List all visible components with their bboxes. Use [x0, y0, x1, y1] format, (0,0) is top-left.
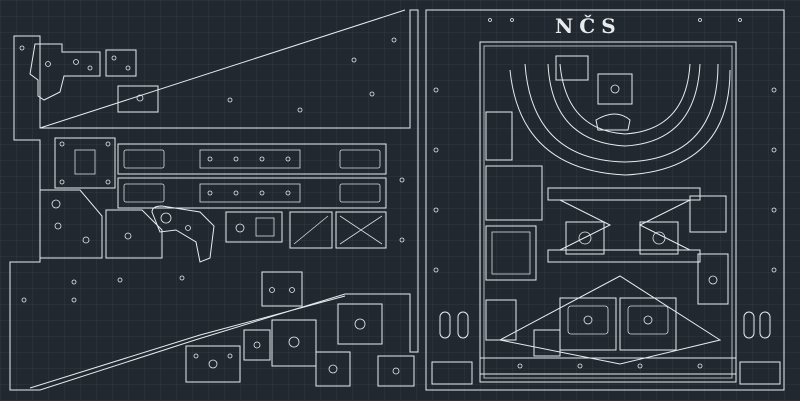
arm-bracket — [151, 205, 215, 263]
upper-left-bracket — [29, 43, 101, 101]
arc-cutouts — [509, 63, 731, 176]
top-diagonal-edge — [39, 9, 406, 129]
right-sheet-outline — [425, 9, 785, 391]
rail-upper — [117, 143, 387, 175]
cross-brace — [547, 187, 701, 263]
bottom-plate-a — [185, 345, 241, 383]
rail-lower — [117, 177, 387, 209]
main-frame-plate — [479, 41, 737, 383]
bottom-diamond-brace — [498, 275, 722, 365]
title-mark: NČS — [555, 13, 622, 38]
motor-plate — [54, 137, 116, 189]
right-sheet: NČS — [425, 9, 785, 391]
left-sheet-outline — [9, 9, 419, 391]
left-sheet — [9, 9, 419, 391]
side-bracket — [39, 189, 103, 259]
small-plate — [105, 49, 137, 77]
